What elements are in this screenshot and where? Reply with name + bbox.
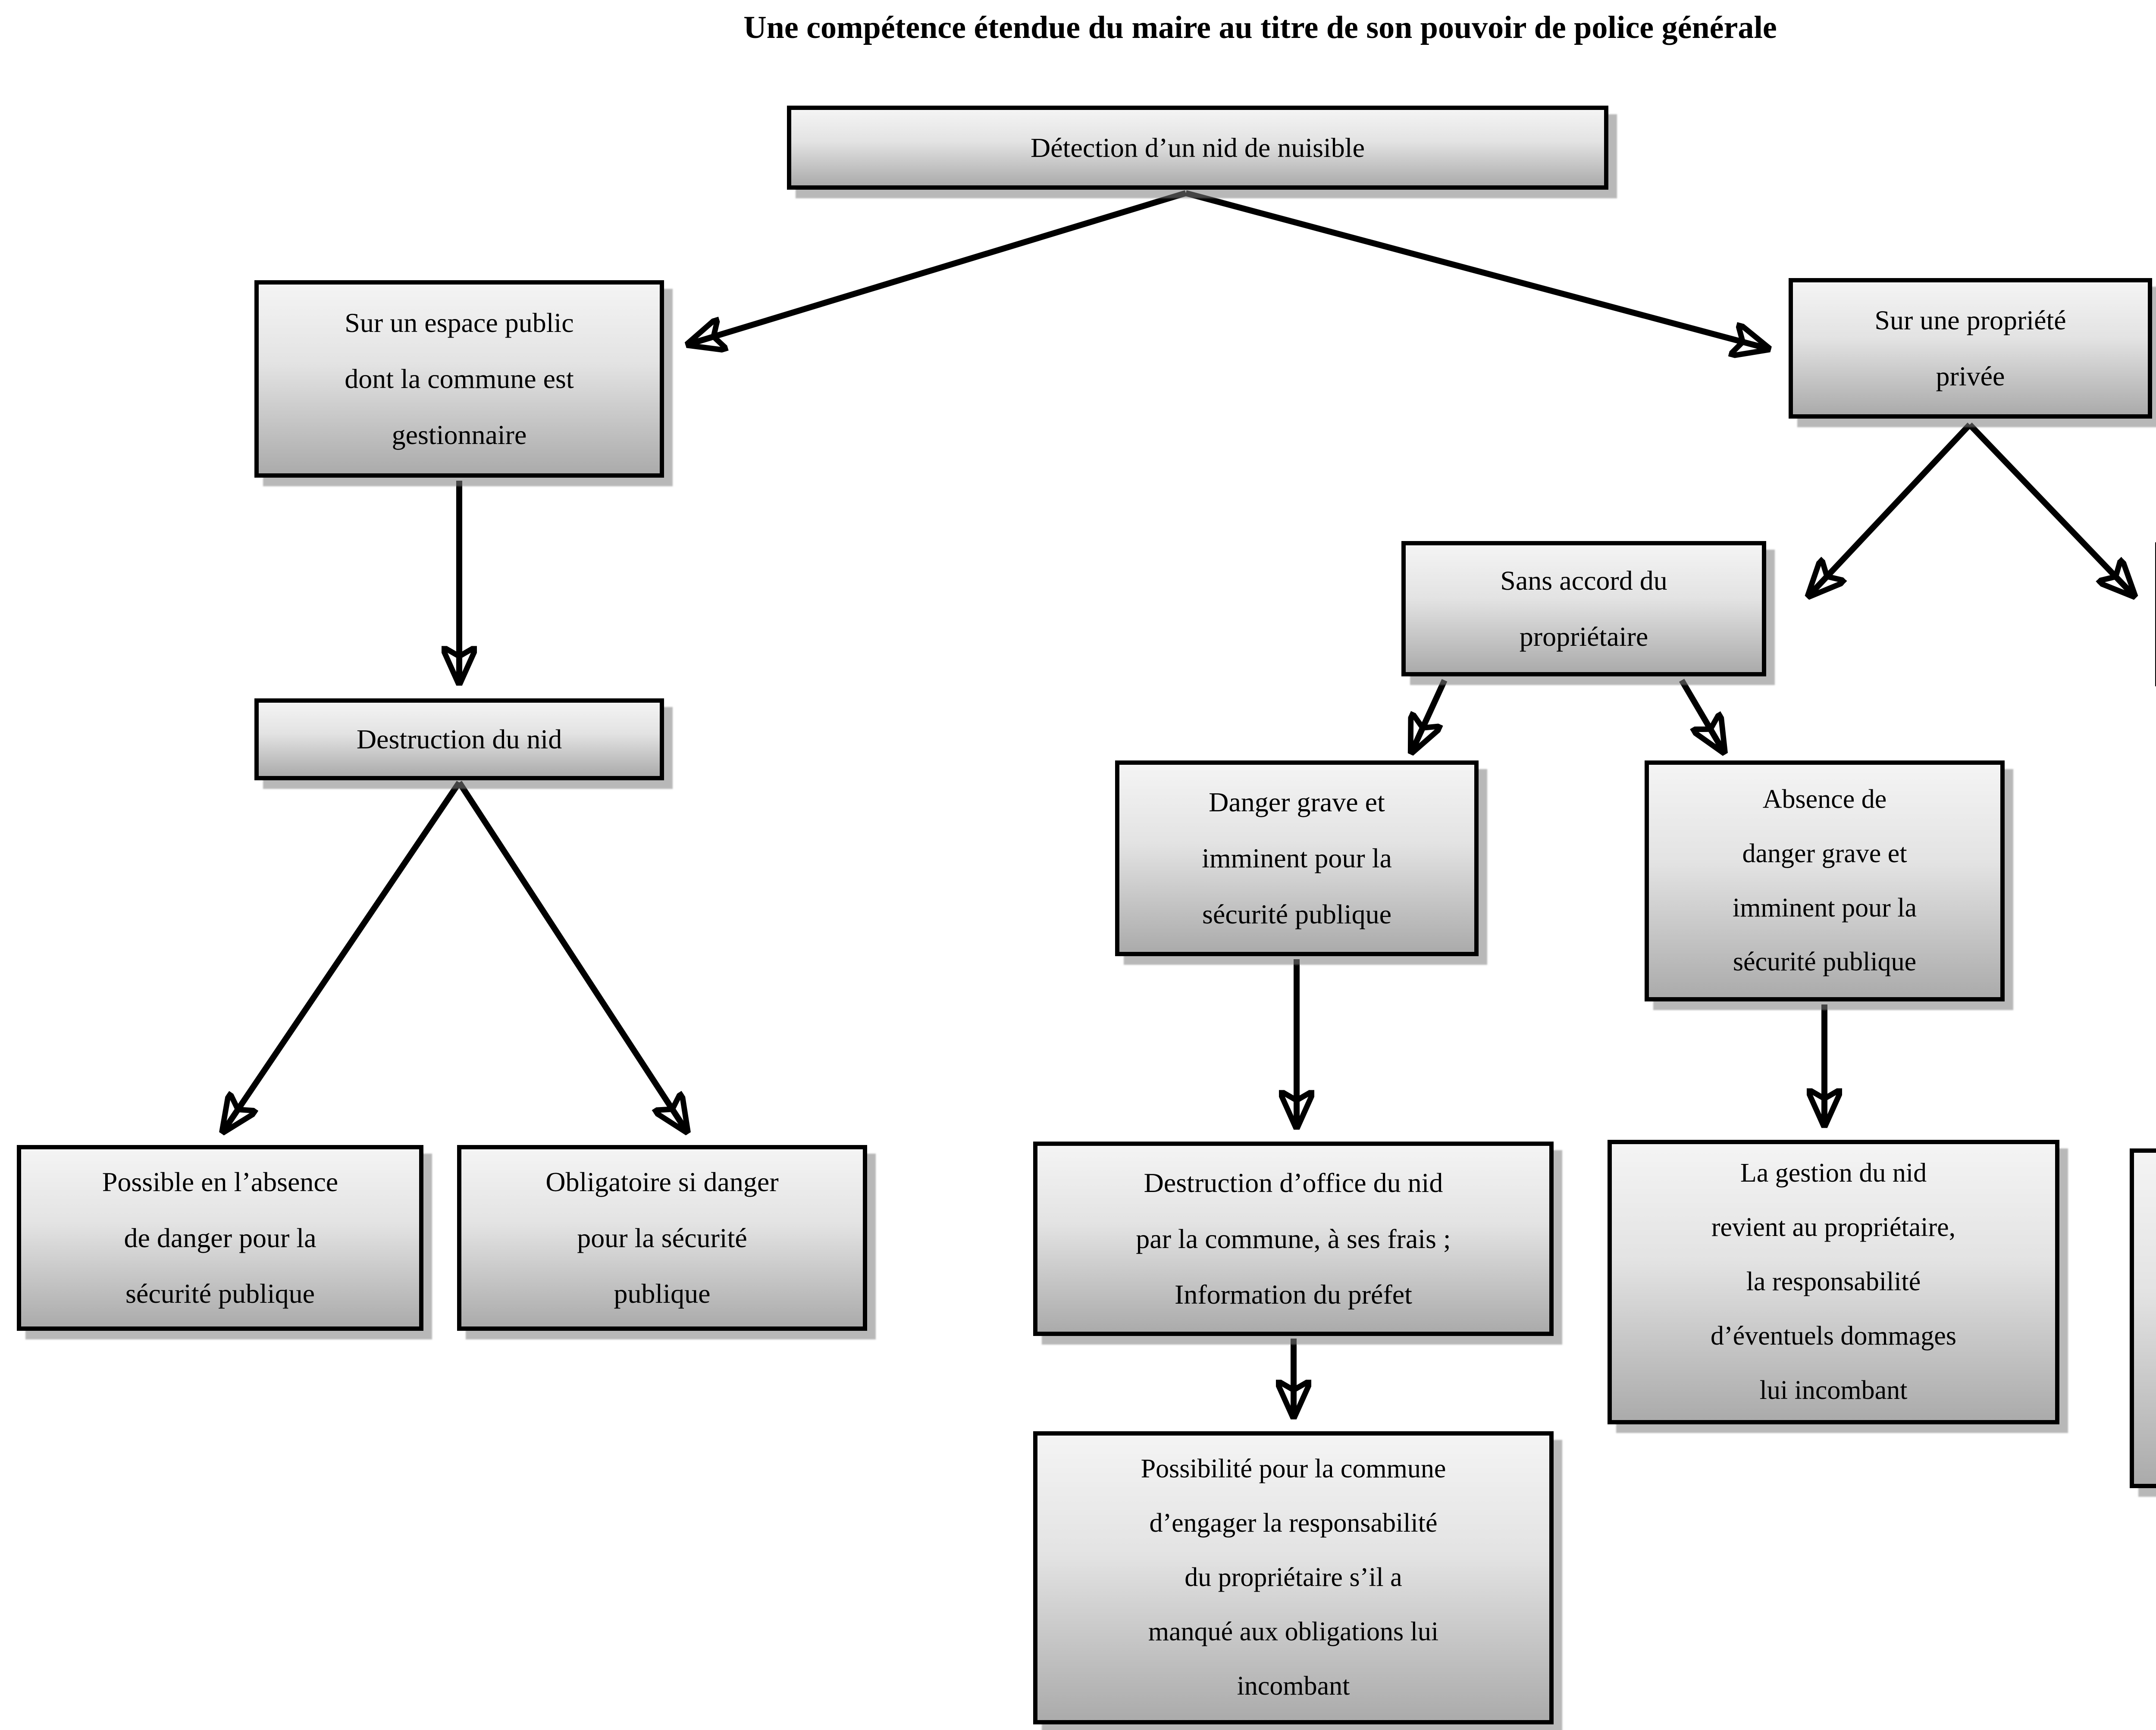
arrow-destruction-to-obligatoire: [457, 781, 688, 1133]
page-title: Une compétence étendue du maire au titre…: [743, 10, 1777, 45]
node-espace-public-label: Sur un espace public dont la commune est…: [345, 307, 574, 450]
arrow-privee-to-sans-accord: [1808, 422, 1972, 597]
node-absence-danger: Absence de danger grave et imminent pour…: [1645, 760, 2005, 1001]
arrow-detection-to-espace-public: [686, 190, 1187, 345]
arrow-privee-to-avec-accord: [1967, 422, 2135, 597]
node-destruction-du-nid: Destruction du nid: [254, 698, 664, 780]
node-detection-nid: Détection d’un nid de nuisible: [787, 106, 1608, 190]
node-possible-absence-danger: Possible en l’absence de danger pour la …: [17, 1145, 423, 1331]
node-possibilite-intervention: Possibilité d’intervention ou de prise e…: [2130, 1148, 2156, 1488]
node-possible-absence-danger-label: Possible en l’absence de danger pour la …: [102, 1166, 338, 1309]
node-danger-grave-label: Danger grave et imminent pour la sécurit…: [1202, 787, 1392, 929]
node-sans-accord-label: Sans accord du propriétaire: [1500, 565, 1667, 652]
node-espace-public: Sur un espace public dont la commune est…: [254, 280, 664, 478]
node-destruction-office: Destruction d’office du nid par la commu…: [1033, 1142, 1554, 1336]
arrow-sans-accord-to-danger: [1411, 679, 1448, 754]
node-detection-nid-label: Détection d’un nid de nuisible: [1031, 132, 1365, 163]
node-destruction-office-label: Destruction d’office du nid par la commu…: [1136, 1167, 1451, 1310]
arrow-sans-accord-to-absence: [1679, 679, 1725, 754]
node-propriete-privee: Sur une propriété privée: [1789, 278, 2152, 419]
arrow-detection-to-propriete-privee: [1185, 190, 1770, 349]
node-destruction-du-nid-label: Destruction du nid: [356, 724, 562, 755]
node-obligatoire-si-danger-label: Obligatoire si danger pour la sécurité p…: [545, 1166, 779, 1309]
node-sans-accord: Sans accord du propriétaire: [1401, 541, 1766, 676]
node-danger-grave: Danger grave et imminent pour la sécurit…: [1115, 760, 1479, 956]
node-possibilite-intervention-label: Possibilité d’intervention ou de prise e…: [2134, 1155, 2156, 1481]
node-avec-accord: Avec accord du propriétaire: [2155, 542, 2156, 686]
node-gestion-nid: La gestion du nid revient au propriétair…: [1608, 1140, 2059, 1424]
node-responsabilite-proprietaire-label: Possibilité pour la commune d’engager la…: [1141, 1454, 1446, 1701]
node-responsabilite-proprietaire: Possibilité pour la commune d’engager la…: [1033, 1431, 1554, 1724]
node-absence-danger-label: Absence de danger grave et imminent pour…: [1732, 784, 1917, 977]
node-propriete-privee-label: Sur une propriété privée: [1874, 305, 2066, 391]
node-obligatoire-si-danger: Obligatoire si danger pour la sécurité p…: [457, 1145, 867, 1331]
node-gestion-nid-label: La gestion du nid revient au propriétair…: [1711, 1158, 1956, 1405]
arrow-destruction-to-possible: [222, 781, 462, 1133]
